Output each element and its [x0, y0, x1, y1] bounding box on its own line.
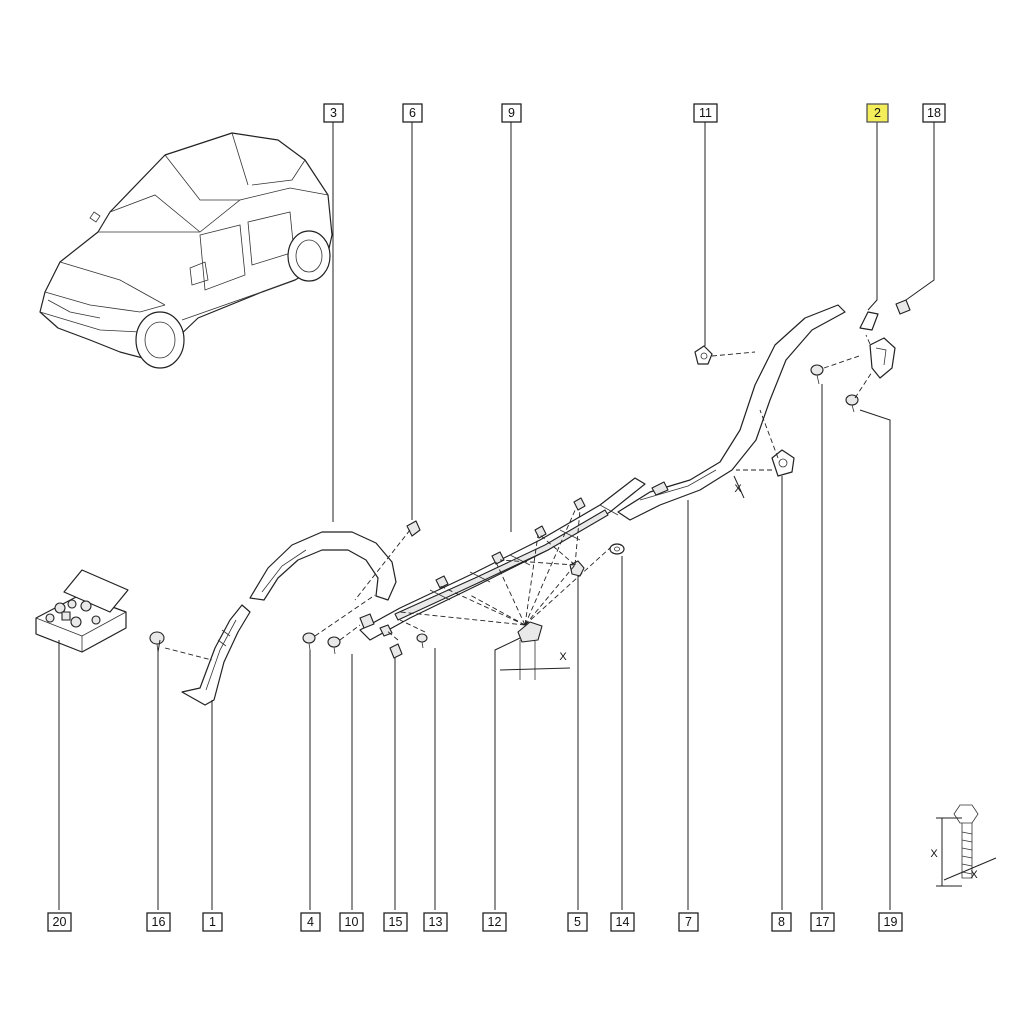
- callout-2[interactable]: 2: [866, 103, 889, 123]
- callout-17[interactable]: 17: [810, 912, 835, 932]
- dimension-label: X: [559, 651, 567, 663]
- dimension-label: X: [970, 869, 978, 881]
- svg-text:18: 18: [927, 106, 941, 120]
- callout-6[interactable]: 6: [402, 103, 423, 123]
- leader-lines: [58, 122, 935, 910]
- svg-text:10: 10: [345, 915, 359, 929]
- svg-text:11: 11: [699, 106, 712, 120]
- svg-text:17: 17: [816, 915, 830, 929]
- callout-15[interactable]: 15: [383, 912, 408, 932]
- svg-text:13: 13: [429, 915, 443, 929]
- svg-text:20: 20: [53, 915, 67, 929]
- callout-18[interactable]: 18: [922, 103, 946, 123]
- fastener-kit-box: [35, 569, 129, 653]
- callout-10[interactable]: 10: [339, 912, 364, 932]
- callout-8[interactable]: 8: [771, 912, 792, 932]
- svg-text:2: 2: [874, 106, 881, 120]
- svg-text:1: 1: [209, 915, 216, 929]
- svg-text:5: 5: [574, 915, 581, 929]
- callout-16[interactable]: 16: [146, 912, 171, 932]
- callout-12[interactable]: 12: [482, 912, 507, 932]
- fasteners: [149, 345, 859, 659]
- svg-text:3: 3: [330, 106, 337, 120]
- rear-sill-end: [617, 304, 846, 521]
- car-illustration: [39, 132, 333, 369]
- svg-text:16: 16: [152, 915, 166, 929]
- callout-4[interactable]: 4: [300, 912, 321, 932]
- callout-11[interactable]: 11: [693, 103, 718, 123]
- assembly-dashed-lines: [164, 334, 873, 661]
- bolt-detail: X X: [930, 804, 997, 887]
- callout-19[interactable]: 19: [878, 912, 903, 932]
- dimension-label: X: [930, 848, 938, 860]
- svg-text:14: 14: [616, 915, 630, 929]
- dimension-x-12: X: [499, 640, 571, 680]
- dimension-x-8: X: [733, 475, 745, 499]
- svg-text:15: 15: [389, 915, 403, 929]
- callout-13[interactable]: 13: [423, 912, 448, 932]
- callout-9[interactable]: 9: [501, 103, 522, 123]
- callout-5[interactable]: 5: [567, 912, 588, 932]
- front-lower-trim: [181, 604, 251, 706]
- callout-20[interactable]: 20: [47, 912, 72, 932]
- callout-3[interactable]: 3: [323, 103, 344, 123]
- svg-text:7: 7: [685, 915, 692, 929]
- svg-text:8: 8: [778, 915, 785, 929]
- wheel-arch-molding-front: [249, 531, 397, 601]
- callout-1[interactable]: 1: [202, 912, 223, 932]
- callout-14[interactable]: 14: [610, 912, 635, 932]
- rear-end-cap: [859, 299, 911, 379]
- callout-boxes: 3 6 9 11 2 18 20 16 1 4 10 15 13 12 5 14…: [47, 103, 946, 932]
- dimension-label: X: [734, 483, 742, 495]
- svg-text:9: 9: [508, 106, 515, 120]
- svg-text:19: 19: [884, 915, 898, 929]
- callout-7[interactable]: 7: [678, 912, 699, 932]
- svg-text:12: 12: [488, 915, 502, 929]
- svg-text:6: 6: [409, 106, 416, 120]
- svg-text:4: 4: [307, 915, 314, 929]
